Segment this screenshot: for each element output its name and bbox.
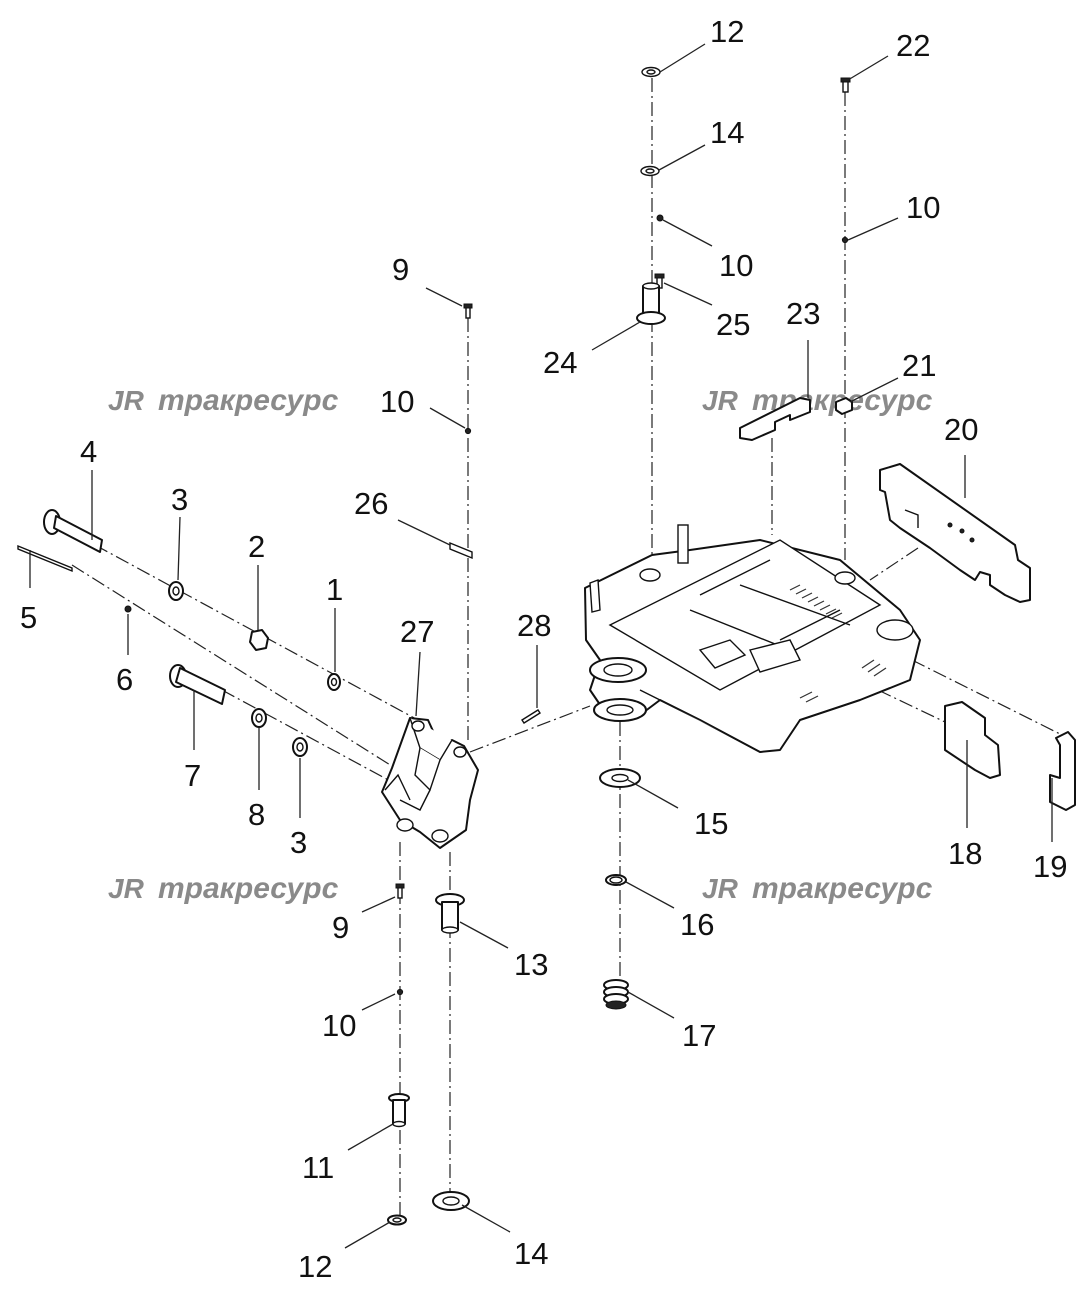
washer-12-bottom-hole — [392, 1217, 402, 1223]
watermark-text: тракресурс — [158, 384, 339, 417]
callout-24: 24 — [543, 345, 577, 380]
watermark-logo: JR — [108, 385, 145, 416]
callout-12: 12 — [298, 1249, 332, 1284]
axis-pin-7 — [221, 689, 393, 783]
callout-22: 22 — [896, 28, 930, 63]
washer-3-top-hole — [172, 586, 180, 596]
callout-5: 5 — [20, 600, 37, 635]
callout-19: 19 — [1033, 849, 1067, 884]
bracket-19 — [1049, 731, 1076, 811]
washer-15-hole — [611, 773, 629, 783]
main-frame — [584, 524, 921, 753]
washer-3-bottom-hole — [296, 742, 304, 752]
washer-14-bottom-hole — [442, 1196, 460, 1206]
callout-9: 9 — [332, 910, 349, 945]
bolt-9-top — [463, 303, 473, 319]
plate-20 — [879, 463, 1031, 603]
bolt-9-bottom — [395, 883, 405, 899]
washer-12-top-hole — [646, 69, 656, 75]
grease-fitting-10-bottom — [396, 988, 404, 996]
grease-fitting-6 — [124, 605, 132, 613]
callout-27: 27 — [400, 614, 434, 649]
axis-part-18 — [877, 689, 946, 723]
callout-2: 2 — [248, 529, 265, 564]
callout-10: 10 — [719, 248, 753, 283]
pin-28 — [521, 709, 541, 724]
axis-part-20 — [869, 547, 919, 581]
bushing-11 — [388, 1093, 410, 1128]
callout-16: 16 — [680, 907, 714, 942]
frame-grille — [789, 584, 887, 703]
callout-10: 10 — [380, 384, 414, 419]
watermark-logo: JR — [108, 873, 145, 904]
bracket-23 — [739, 397, 811, 441]
watermark-text: тракресурс — [158, 872, 339, 905]
callout-1: 1 — [326, 572, 343, 607]
plate-18 — [944, 701, 1001, 779]
ring-16-inner — [609, 876, 623, 884]
callout-25: 25 — [716, 307, 750, 342]
callouts: 12 14 10 25 24 22 10 23 21 20 9 10 26 4 … — [20, 14, 1067, 1284]
nut-2 — [249, 629, 269, 651]
callout-14: 14 — [514, 1236, 548, 1271]
watermark-bottom-right: JR тракресурс — [702, 872, 933, 905]
callout-3: 3 — [290, 825, 307, 860]
watermark-logo: JR — [702, 873, 739, 904]
pin-7 — [169, 664, 226, 705]
plate-26 — [449, 541, 473, 560]
axis-pin-4 — [94, 544, 419, 721]
callout-21: 21 — [902, 348, 936, 383]
watermark-logo: JR — [702, 385, 739, 416]
washer-14-top-hole — [645, 168, 655, 174]
callout-8: 8 — [248, 797, 265, 832]
callout-14: 14 — [710, 115, 744, 150]
callout-10: 10 — [906, 190, 940, 225]
bracket-27 — [381, 717, 479, 849]
callout-3: 3 — [171, 482, 188, 517]
spring-17 — [603, 979, 629, 1010]
callout-4: 4 — [80, 434, 97, 469]
grease-fitting-10-center — [464, 427, 472, 435]
callout-6: 6 — [116, 662, 133, 697]
callout-13: 13 — [514, 947, 548, 982]
callout-9: 9 — [392, 252, 409, 287]
grease-fitting-10-top — [656, 214, 664, 222]
assembly-axes — [71, 78, 1063, 1222]
nut-21 — [835, 397, 853, 415]
pin-4 — [43, 509, 103, 553]
rod-5 — [17, 544, 73, 573]
washer-8-hole — [255, 713, 263, 723]
watermark-top-right: JR тракресурс — [702, 384, 933, 417]
callout-28: 28 — [517, 608, 551, 643]
callout-7: 7 — [184, 758, 201, 793]
pin-24 — [636, 282, 666, 325]
axis-rod-5 — [71, 564, 396, 769]
leader-lines — [29, 43, 1053, 1249]
washer-1-hole — [330, 677, 338, 687]
callout-26: 26 — [354, 486, 388, 521]
watermark-text: тракресурс — [752, 872, 933, 905]
axis-link — [469, 705, 591, 753]
callout-10: 10 — [322, 1008, 356, 1043]
callout-15: 15 — [694, 806, 728, 841]
watermark-bottom-left: JR тракресурс — [108, 872, 339, 905]
bushing-13 — [435, 893, 465, 934]
callout-18: 18 — [948, 836, 982, 871]
callout-12: 12 — [710, 14, 744, 49]
callout-17: 17 — [682, 1018, 716, 1053]
callout-20: 20 — [944, 412, 978, 447]
grease-fitting-10-right — [841, 236, 849, 244]
callout-23: 23 — [786, 296, 820, 331]
axis-part-19 — [911, 659, 1063, 736]
bolt-22 — [840, 77, 851, 93]
watermark-top-left: JR тракресурс — [108, 384, 339, 417]
callout-11: 11 — [302, 1150, 334, 1185]
